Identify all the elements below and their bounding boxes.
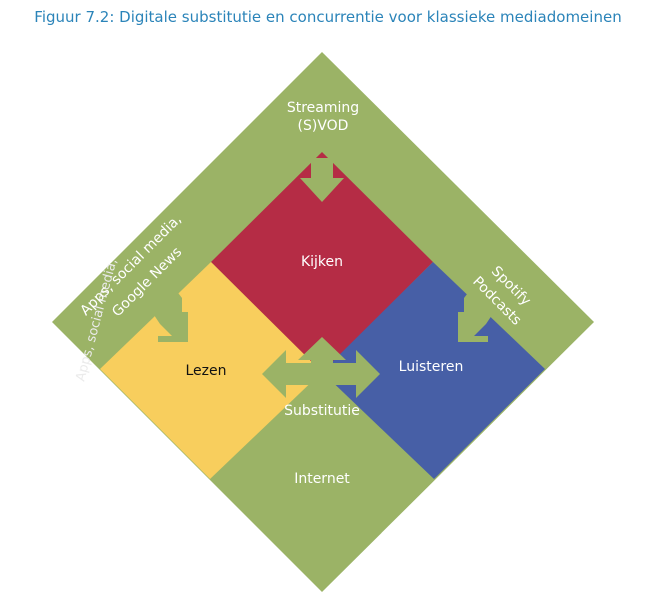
substitutie-label: Substitutie	[284, 403, 360, 419]
arrow-down-icon	[300, 158, 344, 202]
arrow-down-left-icon	[458, 285, 496, 342]
internet-label: Internet	[294, 471, 350, 487]
figure-title: Figuur 7.2: Digitale substitutie en conc…	[34, 8, 622, 26]
lezen-label: Lezen	[185, 363, 226, 379]
streaming-label: Streaming	[287, 100, 359, 116]
arrow-right-icon	[333, 350, 380, 398]
arrow-down-right-icon	[150, 285, 188, 342]
arrow-up-icon	[298, 337, 346, 396]
arrow-left-icon	[262, 350, 311, 398]
kijken-square	[211, 152, 433, 373]
kijken-label: Kijken	[301, 254, 343, 270]
svod-label: (S)VOD	[298, 118, 349, 134]
luisteren-label: Luisteren	[399, 359, 464, 375]
